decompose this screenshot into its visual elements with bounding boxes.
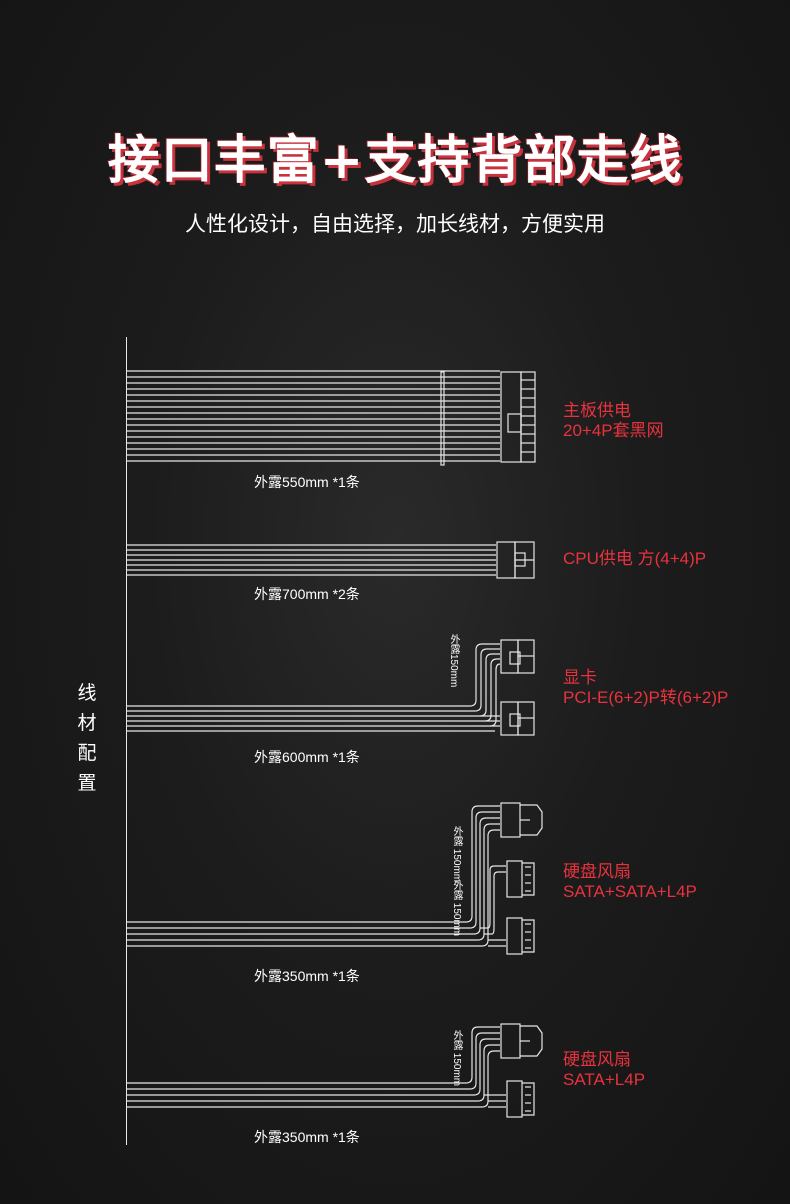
cable-motherboard-wires <box>127 370 500 462</box>
cable-sata-3-sata-connector-b <box>506 917 535 955</box>
cable-cpu-name-line1: CPU供电 方(4+4)P <box>563 549 707 568</box>
cable-sata-3-molex-connector <box>500 802 543 838</box>
cable-sata-2-spec: 外露350mm *1条 <box>254 1129 360 1145</box>
cable-sata-2-molex-connector <box>500 1023 543 1059</box>
cable-gpu-branch-note: 外露150mm <box>448 634 459 688</box>
cable-sata-3-name-line2: SATA+SATA+L4P <box>563 882 697 901</box>
cable-sata-2-sata-connector <box>506 1080 535 1118</box>
page-subtitle: 人性化设计，自由选择，加长线材，方便实用 <box>185 212 605 236</box>
cable-gpu-connector-b <box>500 701 535 736</box>
cable-sata-3-sata-connector-a <box>506 860 535 898</box>
cable-sata-3-branches <box>465 805 506 947</box>
cable-motherboard-spec: 外露550mm *1条 <box>254 474 360 490</box>
cable-cpu-name: CPU供电 方(4+4)P <box>563 549 706 569</box>
cable-sata-3-branch-note-b: 外露 150mm <box>451 880 462 937</box>
cable-sata-2-branch-note: 外露 150mm <box>451 1030 462 1087</box>
page-title: 接口丰富+支持背部走线 <box>107 131 683 191</box>
cable-motherboard-sleeve-clip <box>440 371 445 466</box>
cable-gpu-wires <box>127 705 495 732</box>
cable-cpu <box>127 541 535 579</box>
cable-sata-2-branch <box>465 1026 506 1108</box>
cable-sata-3-name-line1: 硬盘风扇 <box>563 862 631 881</box>
cable-sata-3 <box>127 802 543 955</box>
cable-motherboard-connector <box>500 371 536 463</box>
cable-sata-2 <box>127 1023 543 1118</box>
cable-sata-3-name: 硬盘风扇 SATA+SATA+L4P <box>563 862 697 902</box>
axis-line <box>126 337 127 1145</box>
cable-cpu-connector <box>496 541 535 579</box>
cable-gpu-connector-a <box>500 639 535 674</box>
side-label-char-2: 材 <box>77 712 97 734</box>
cable-motherboard <box>127 370 536 466</box>
cable-motherboard-name-line2: 20+4P套黑网 <box>563 421 664 440</box>
cable-sata-2-wires <box>127 1082 482 1108</box>
cable-gpu-name: 显卡 PCI-E(6+2)P转(6+2)P <box>563 668 728 708</box>
cable-gpu-spec: 外露600mm *1条 <box>254 749 360 765</box>
cable-motherboard-name-line1: 主板供电 <box>563 401 631 420</box>
cable-gpu-name-line2: PCI-E(6+2)P转(6+2)P <box>563 688 729 707</box>
side-label-char-1: 线 <box>77 682 97 704</box>
cable-sata-3-wires <box>127 921 482 947</box>
side-label-char-4: 置 <box>77 772 97 794</box>
cable-sata-2-name: 硬盘风扇 SATA+L4P <box>563 1050 645 1090</box>
cable-cpu-spec: 外露700mm *2条 <box>254 586 360 602</box>
cable-sata-2-name-line1: 硬盘风扇 <box>563 1050 631 1069</box>
cable-motherboard-name: 主板供电 20+4P套黑网 <box>563 401 664 441</box>
side-label-char-3: 配 <box>77 742 97 764</box>
cable-cpu-wires <box>127 544 496 576</box>
cable-sata-3-branch-note-a: 外露 150mm <box>451 826 462 883</box>
cable-gpu-branch <box>469 643 501 727</box>
cable-gpu-name-line1: 显卡 <box>563 668 597 687</box>
cable-sata-3-spec: 外露350mm *1条 <box>254 968 360 984</box>
cable-gpu <box>127 639 535 736</box>
cable-sata-2-name-line2: SATA+L4P <box>563 1070 646 1089</box>
